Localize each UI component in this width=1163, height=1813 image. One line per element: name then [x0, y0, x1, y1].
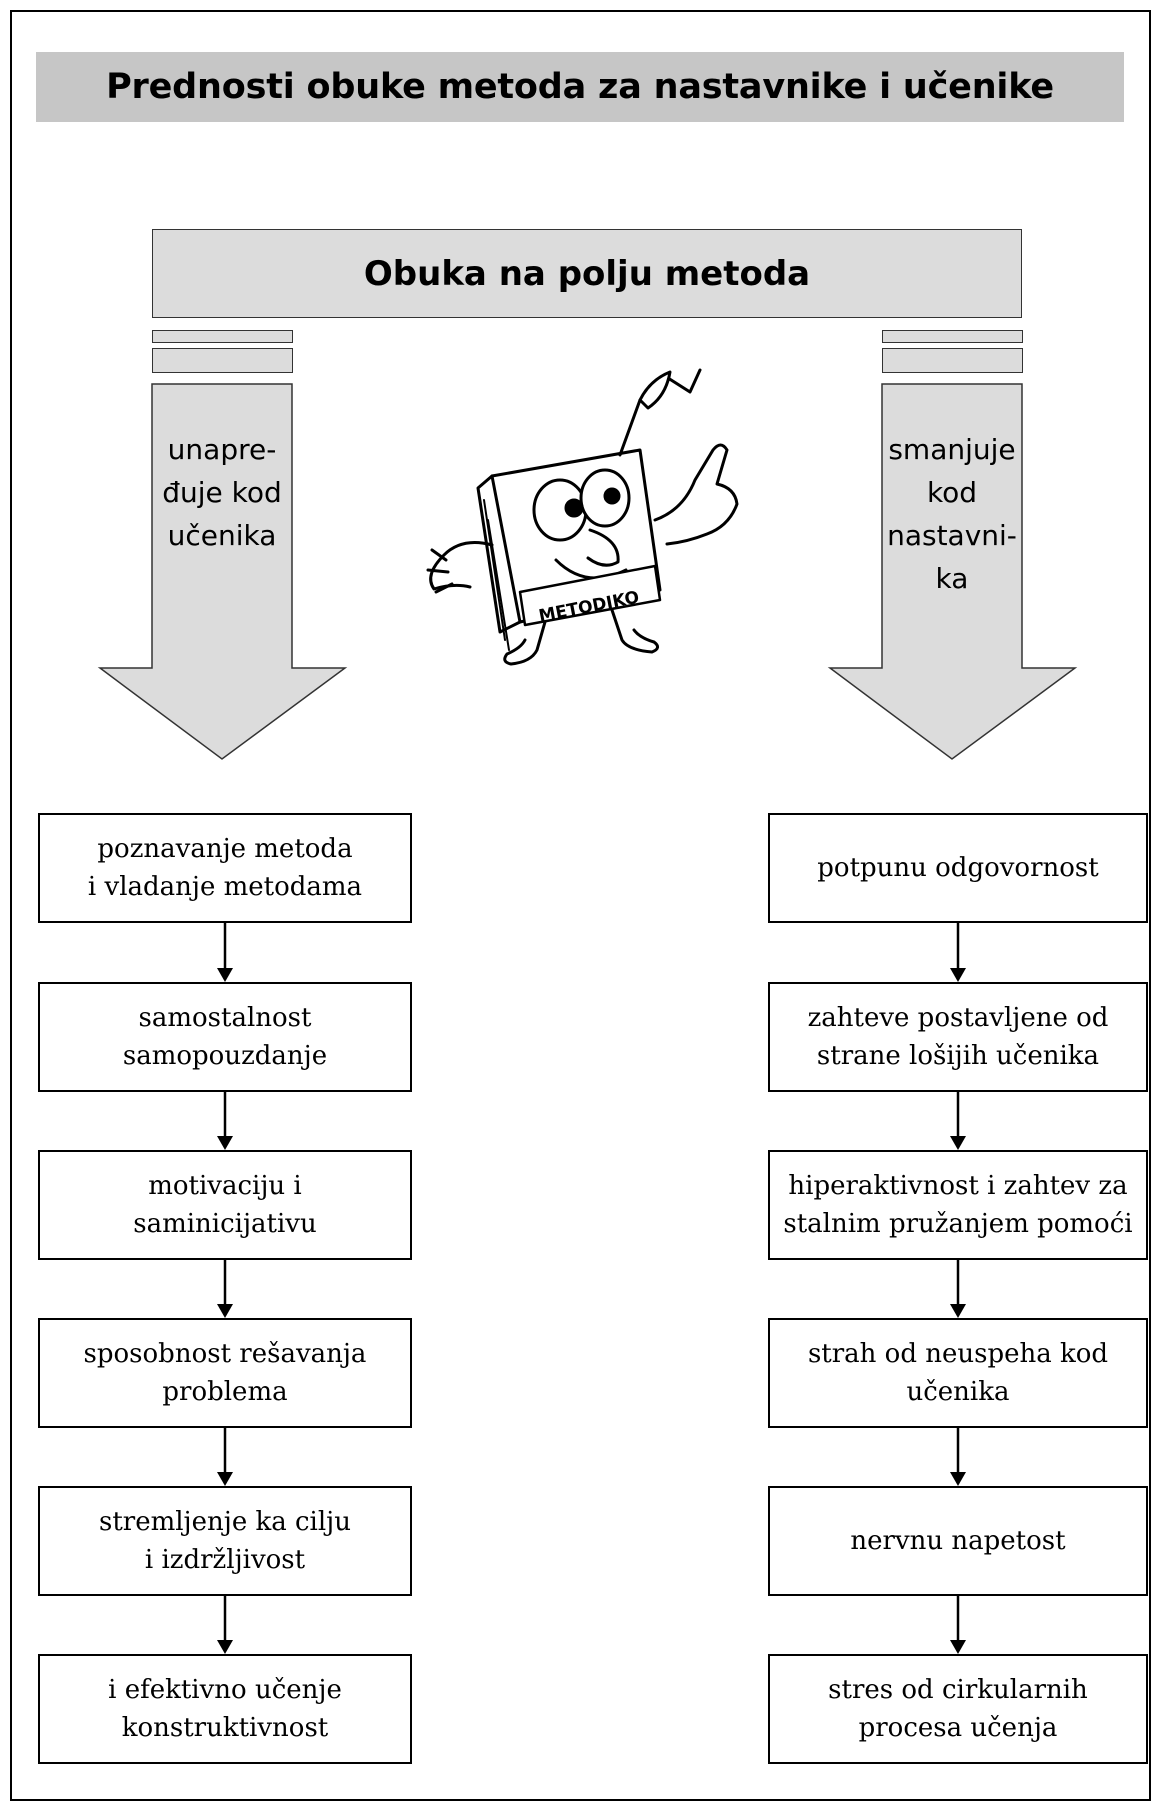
right-step-text: strah od neuspeha kod učenika [807, 1339, 1109, 1407]
right-step-text: potpunu odgovornost [817, 853, 1099, 883]
right-capital-slab-bottom [882, 348, 1023, 373]
left-step-text: samostalnost samopouzdanje [122, 1003, 328, 1071]
left-step-text: poznavanje metoda i vladanje metodama [87, 834, 363, 902]
right-step-text: zahteve postavljene od strane lošijih uč… [807, 1003, 1109, 1071]
page-title: Prednosti obuke metoda za nastavnike i u… [106, 67, 1054, 107]
arch-label: Obuka na polju metoda [363, 253, 811, 294]
right-step-text: nervnu napetost [850, 1526, 1066, 1556]
right-connector-arrowhead [950, 968, 966, 982]
left-connector-arrowhead [217, 968, 233, 982]
arch-lintel: Obuka na polju metoda [152, 229, 1022, 318]
mascot-icon [426, 368, 739, 666]
right-step-box: nervnu napetost [768, 1486, 1148, 1596]
right-connector-arrowhead [950, 1640, 966, 1654]
left-step-box: motivaciju i saminicijativu [38, 1150, 412, 1260]
left-step-text: sposobnost rešavanja problema [83, 1339, 367, 1407]
right-connector-arrowhead [950, 1304, 966, 1318]
right-step-box: stres od cirkularnih procesa učenja [768, 1654, 1148, 1764]
left-step-text: i efektivno učenje konstruktivnost [108, 1675, 342, 1743]
left-capital-slab-top [152, 330, 293, 343]
left-step-box: i efektivno učenje konstruktivnost [38, 1654, 412, 1764]
right-step-box: strah od neuspeha kod učenika [768, 1318, 1148, 1428]
left-connector-arrowhead [217, 1640, 233, 1654]
left-arrow-label: unapre- đuje kod učenika [162, 433, 282, 552]
right-step-text: stres od cirkularnih procesa učenja [828, 1675, 1088, 1743]
right-step-text: hiperaktivnost i zahtev za stalnim pruža… [783, 1171, 1133, 1239]
right-capital-slab-top [882, 330, 1023, 343]
left-step-box: poznavanje metoda i vladanje metodama [38, 813, 412, 923]
diagram-frame [10, 10, 1151, 1801]
right-down-arrow [827, 383, 1078, 760]
right-step-box: hiperaktivnost i zahtev za stalnim pruža… [768, 1150, 1148, 1260]
left-step-text: motivaciju i saminicijativu [133, 1171, 317, 1239]
left-connector-arrowhead [217, 1472, 233, 1486]
left-step-text: stremljenje ka cilju i izdržljivost [98, 1507, 351, 1575]
left-connector-arrowhead [217, 1136, 233, 1150]
left-step-box: samostalnost samopouzdanje [38, 982, 412, 1092]
right-connector-arrowhead [950, 1136, 966, 1150]
left-capital-slab-bottom [152, 348, 293, 373]
left-step-box: stremljenje ka cilju i izdržljivost [38, 1486, 412, 1596]
right-arrow-label: smanjuje kod nastavni- ka [887, 433, 1017, 595]
title-banner: Prednosti obuke metoda za nastavnike i u… [36, 52, 1124, 122]
left-step-box: sposobnost rešavanja problema [38, 1318, 412, 1428]
right-step-box: potpunu odgovornost [768, 813, 1148, 923]
right-connector-arrowhead [950, 1472, 966, 1486]
left-connector-arrowhead [217, 1304, 233, 1318]
right-step-box: zahteve postavljene od strane lošijih uč… [768, 982, 1148, 1092]
left-down-arrow [97, 383, 348, 760]
